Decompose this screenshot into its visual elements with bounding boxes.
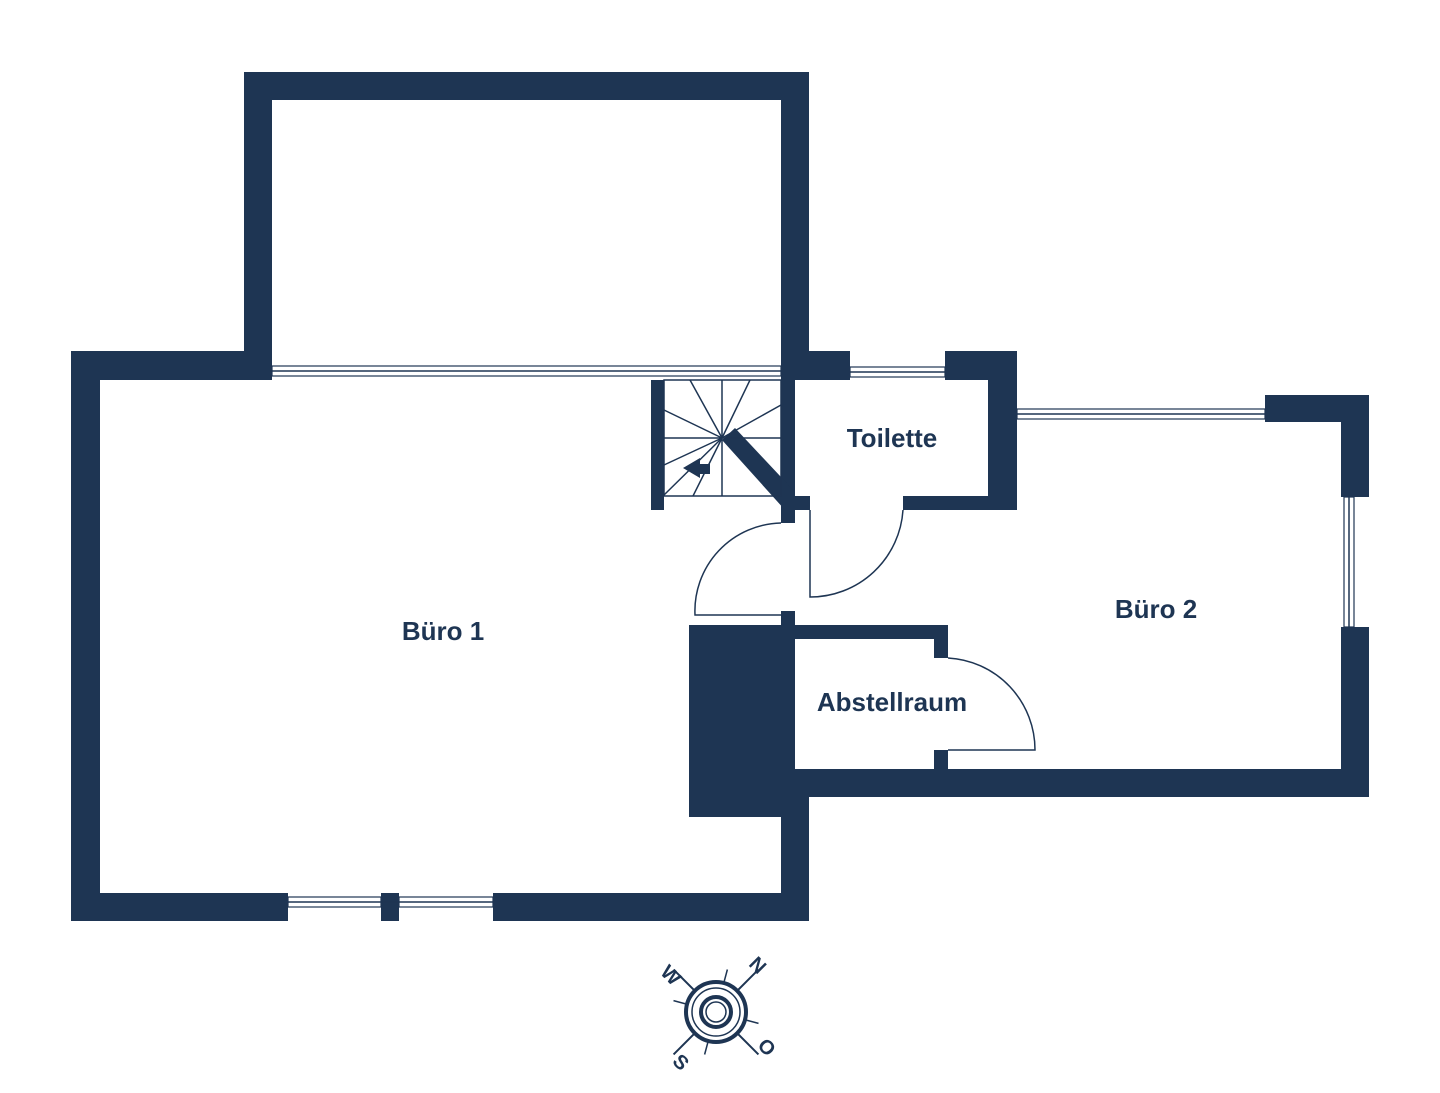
- compass-n: N: [744, 953, 770, 979]
- compass-o: O: [753, 1034, 780, 1061]
- staircase: [663, 379, 782, 497]
- compass-icon: N O S W: [656, 953, 780, 1075]
- room-label-buero2: Büro 2: [1115, 594, 1197, 624]
- walls: [71, 72, 1369, 921]
- windows: [271, 365, 1355, 908]
- room-label-toilette: Toilette: [847, 423, 938, 453]
- room-label-buero1: Büro 1: [402, 616, 484, 646]
- compass-w: W: [656, 961, 685, 990]
- stair-arrow-icon: [683, 458, 710, 478]
- doors: [694, 509, 1036, 751]
- compass-s: S: [668, 1050, 693, 1075]
- room-label-abstellraum: Abstellraum: [817, 687, 967, 717]
- room-labels: Büro 1 Toilette Büro 2 Abstellraum: [402, 423, 1197, 717]
